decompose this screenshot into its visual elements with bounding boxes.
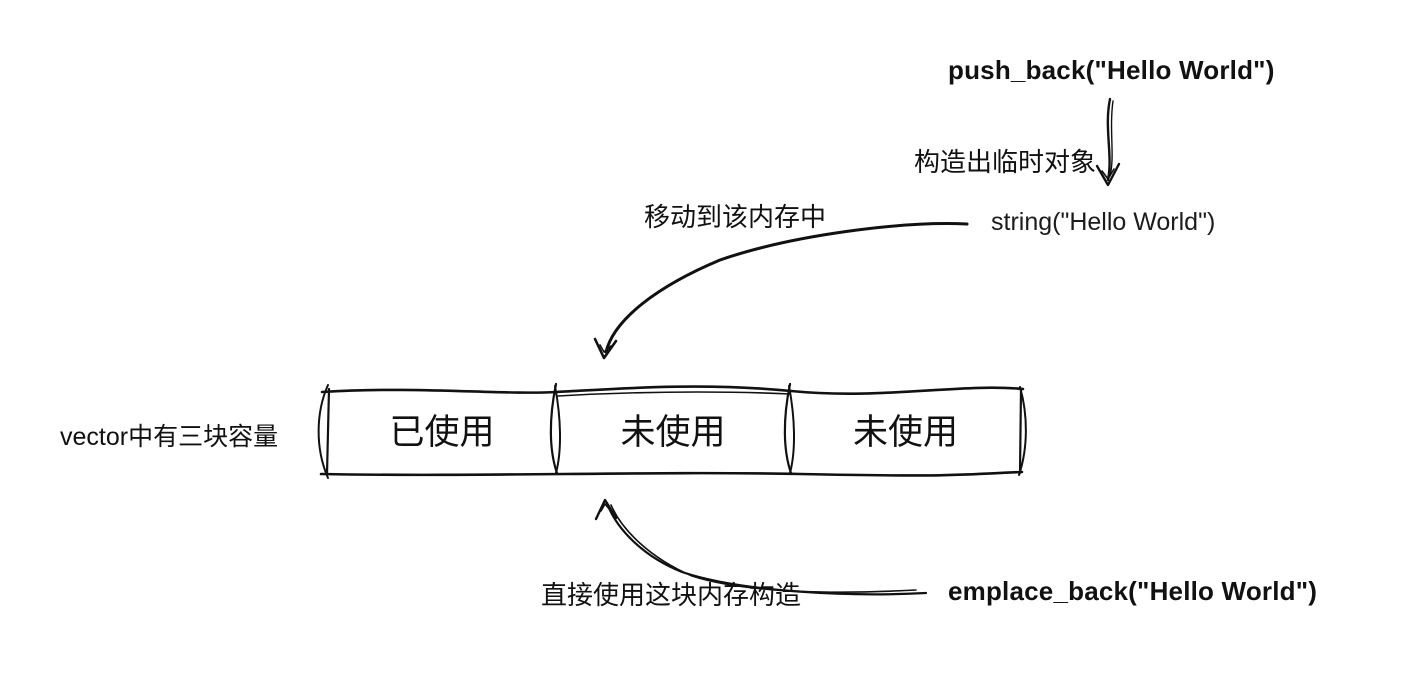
emplace-arrow xyxy=(594,498,928,596)
construct-temp-label: 构造出临时对象 xyxy=(914,147,1097,177)
memory-cell-unused-2: 未使用 xyxy=(852,412,958,452)
memory-cell-used: 已使用 xyxy=(389,412,495,452)
string-temp-label: string("Hello World") xyxy=(991,208,1216,236)
construct-temp-arrow xyxy=(1095,97,1121,187)
push-back-call-label: push_back("Hello World") xyxy=(948,55,1275,85)
memory-box-outline xyxy=(317,382,1027,479)
direct-construct-label: 直接使用这块内存构造 xyxy=(541,580,802,610)
emplace-back-call-label: emplace_back("Hello World") xyxy=(948,576,1318,606)
move-arrow xyxy=(593,222,969,360)
memory-cell-unused-1: 未使用 xyxy=(620,412,726,452)
vector-capacity-label: vector中有三块容量 xyxy=(60,423,279,451)
move-to-memory-label: 移动到该内存中 xyxy=(644,202,827,232)
